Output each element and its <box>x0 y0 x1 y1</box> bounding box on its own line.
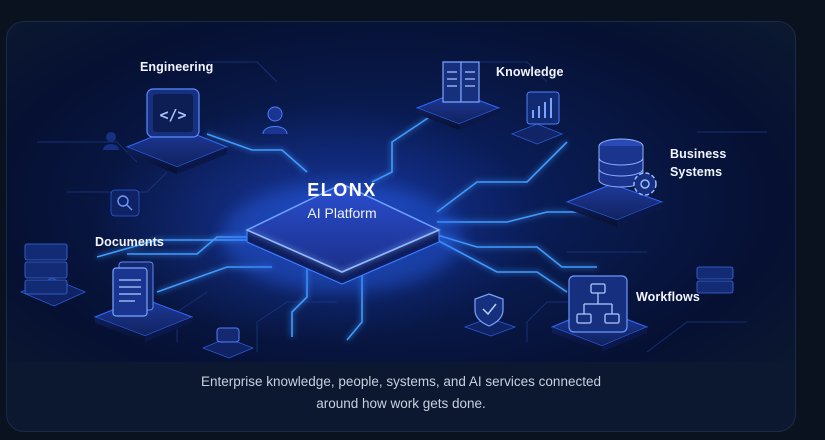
caption: Enterprise knowledge, people, systems, a… <box>7 371 795 415</box>
line-documents-2 <box>96 239 247 258</box>
code-icon: </> <box>146 88 200 138</box>
gear-icon <box>633 172 657 196</box>
document-icon <box>112 261 154 317</box>
documents-node <box>93 261 194 342</box>
workflows-node <box>550 275 649 352</box>
label-documents: Documents <box>95 235 164 249</box>
platform-name: AI Platform <box>307 205 377 221</box>
label-business-line1: Business <box>670 147 727 161</box>
svg-text:</>: </> <box>159 106 186 124</box>
database-icon <box>598 138 644 188</box>
chart-icon <box>510 91 564 145</box>
line-knowledge-2 <box>436 141 568 213</box>
label-engineering: Engineering <box>140 60 214 74</box>
shield-check-icon <box>463 293 517 337</box>
diagram-canvas: </> <box>20 61 767 359</box>
knowledge-node <box>415 61 501 130</box>
diagram-card: </> <box>6 21 796 432</box>
line-workflows <box>436 239 568 293</box>
platform-brand: ELONX <box>307 180 377 200</box>
platform-diagram: </> <box>7 22 795 362</box>
caption-line-1: Enterprise knowledge, people, systems, a… <box>201 374 601 389</box>
center-platform <box>222 182 462 292</box>
server-icon <box>20 243 86 307</box>
flowchart-icon <box>568 275 628 333</box>
search-icon <box>110 189 140 217</box>
label-workflows: Workflows <box>636 290 700 304</box>
book-icon <box>442 61 480 103</box>
line-business <box>437 211 597 223</box>
label-knowledge: Knowledge <box>496 65 564 79</box>
label-business-line2: Systems <box>670 165 723 179</box>
server-icon-right <box>696 266 734 294</box>
line-knowledge <box>371 111 438 183</box>
chat-icon <box>201 327 255 359</box>
user-icon <box>103 106 288 150</box>
business-systems-node <box>565 138 664 227</box>
caption-line-2: around how work gets done. <box>316 396 486 411</box>
circuit-texture <box>37 61 767 353</box>
engineering-node: </> <box>125 88 229 174</box>
line-engineering <box>206 133 308 173</box>
